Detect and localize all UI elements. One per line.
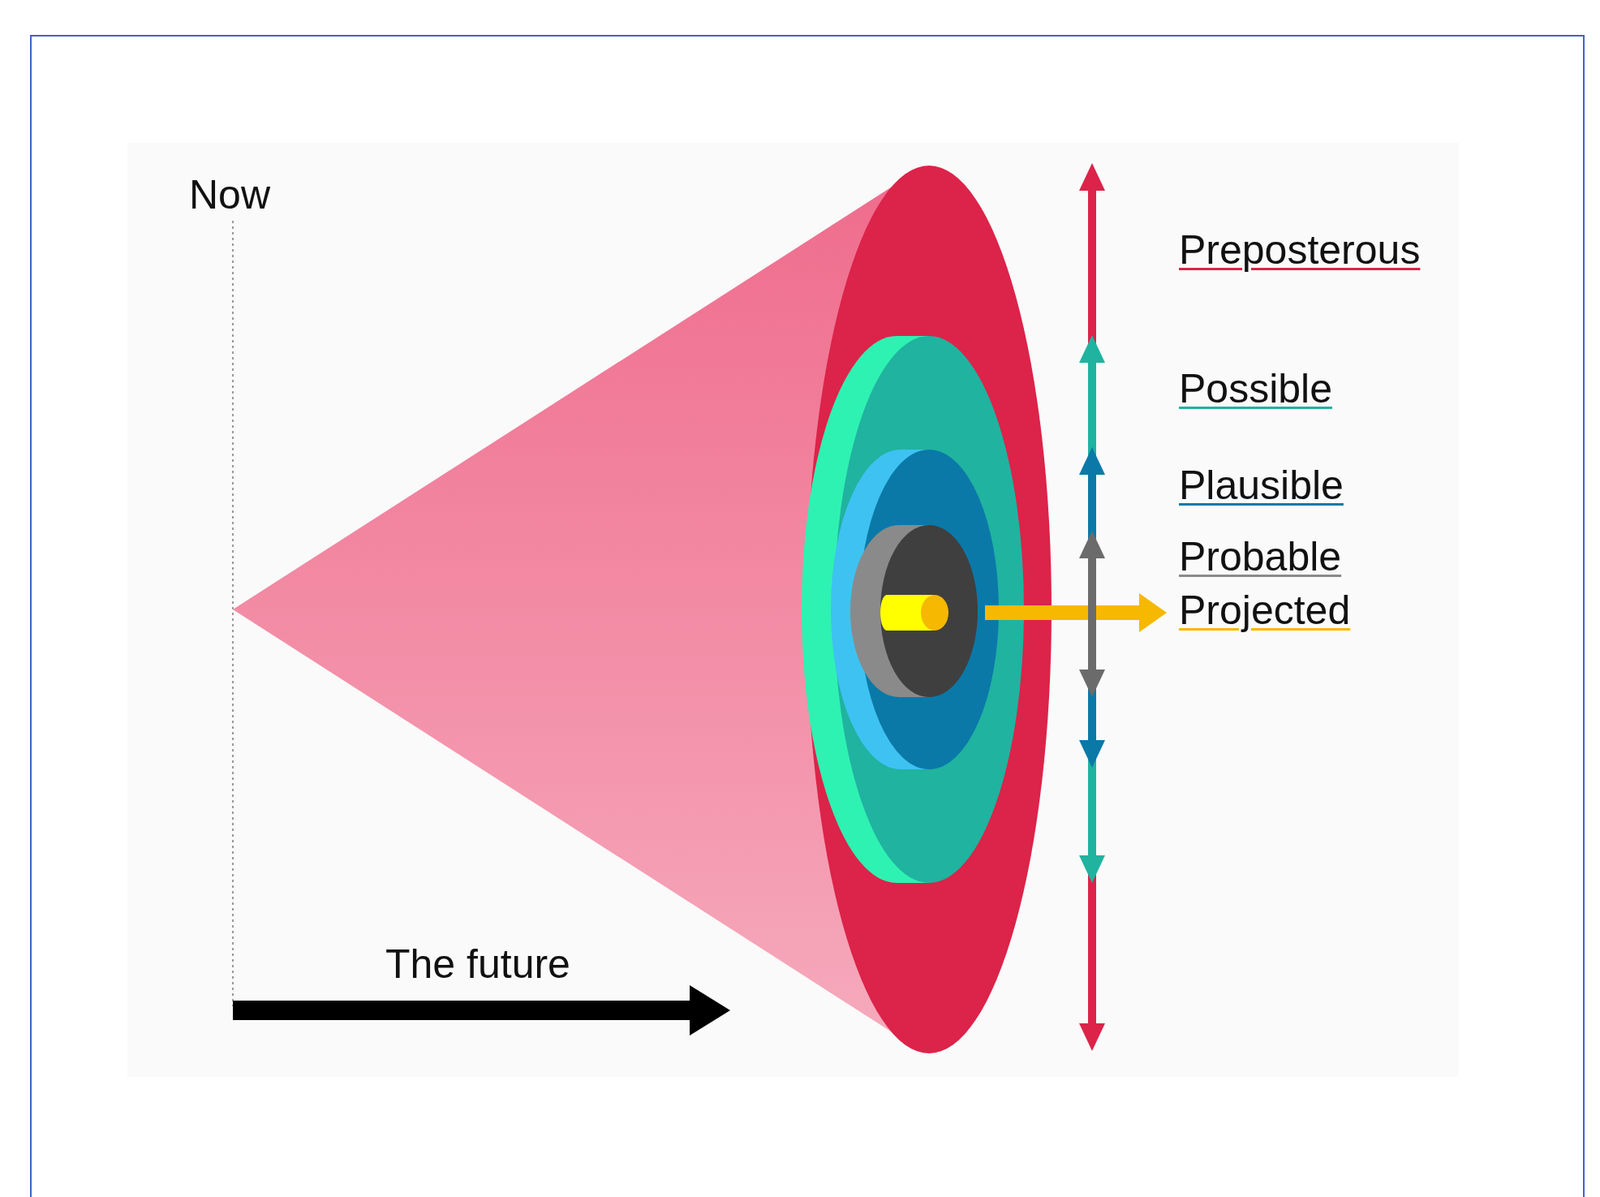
- possible-range: [1079, 335, 1106, 363]
- range-label: Projected: [1178, 589, 1351, 631]
- preposterous-range: [1088, 182, 1097, 1032]
- probable-range: [1079, 669, 1106, 697]
- plausible-range: [1088, 468, 1097, 747]
- range-label: Probable: [1178, 536, 1342, 577]
- range-label: Possible: [1178, 368, 1333, 409]
- time-arrow: [689, 984, 731, 1036]
- possible-range: [1079, 855, 1106, 883]
- plausible-range: [1079, 739, 1106, 768]
- frame: [30, 35, 1584, 1197]
- projected-arrow: [1139, 593, 1167, 633]
- probable-disc: [880, 524, 978, 697]
- projected-arrow: [984, 605, 1145, 620]
- preposterous-range: [1079, 1023, 1106, 1051]
- now-line: [232, 220, 234, 1007]
- time-label: The future: [385, 943, 571, 985]
- projected-end: [920, 594, 949, 631]
- probable-range: [1079, 530, 1106, 559]
- time-arrow: [232, 1000, 696, 1020]
- panel: [127, 142, 1459, 1077]
- probable-range: [1088, 551, 1097, 677]
- now-label: Now: [189, 174, 271, 216]
- range-label: Preposterous: [1178, 229, 1420, 271]
- plausible-range: [1079, 447, 1106, 475]
- range-label: Plausible: [1178, 464, 1344, 506]
- preposterous-range: [1079, 163, 1106, 191]
- possible-range: [1088, 356, 1097, 862]
